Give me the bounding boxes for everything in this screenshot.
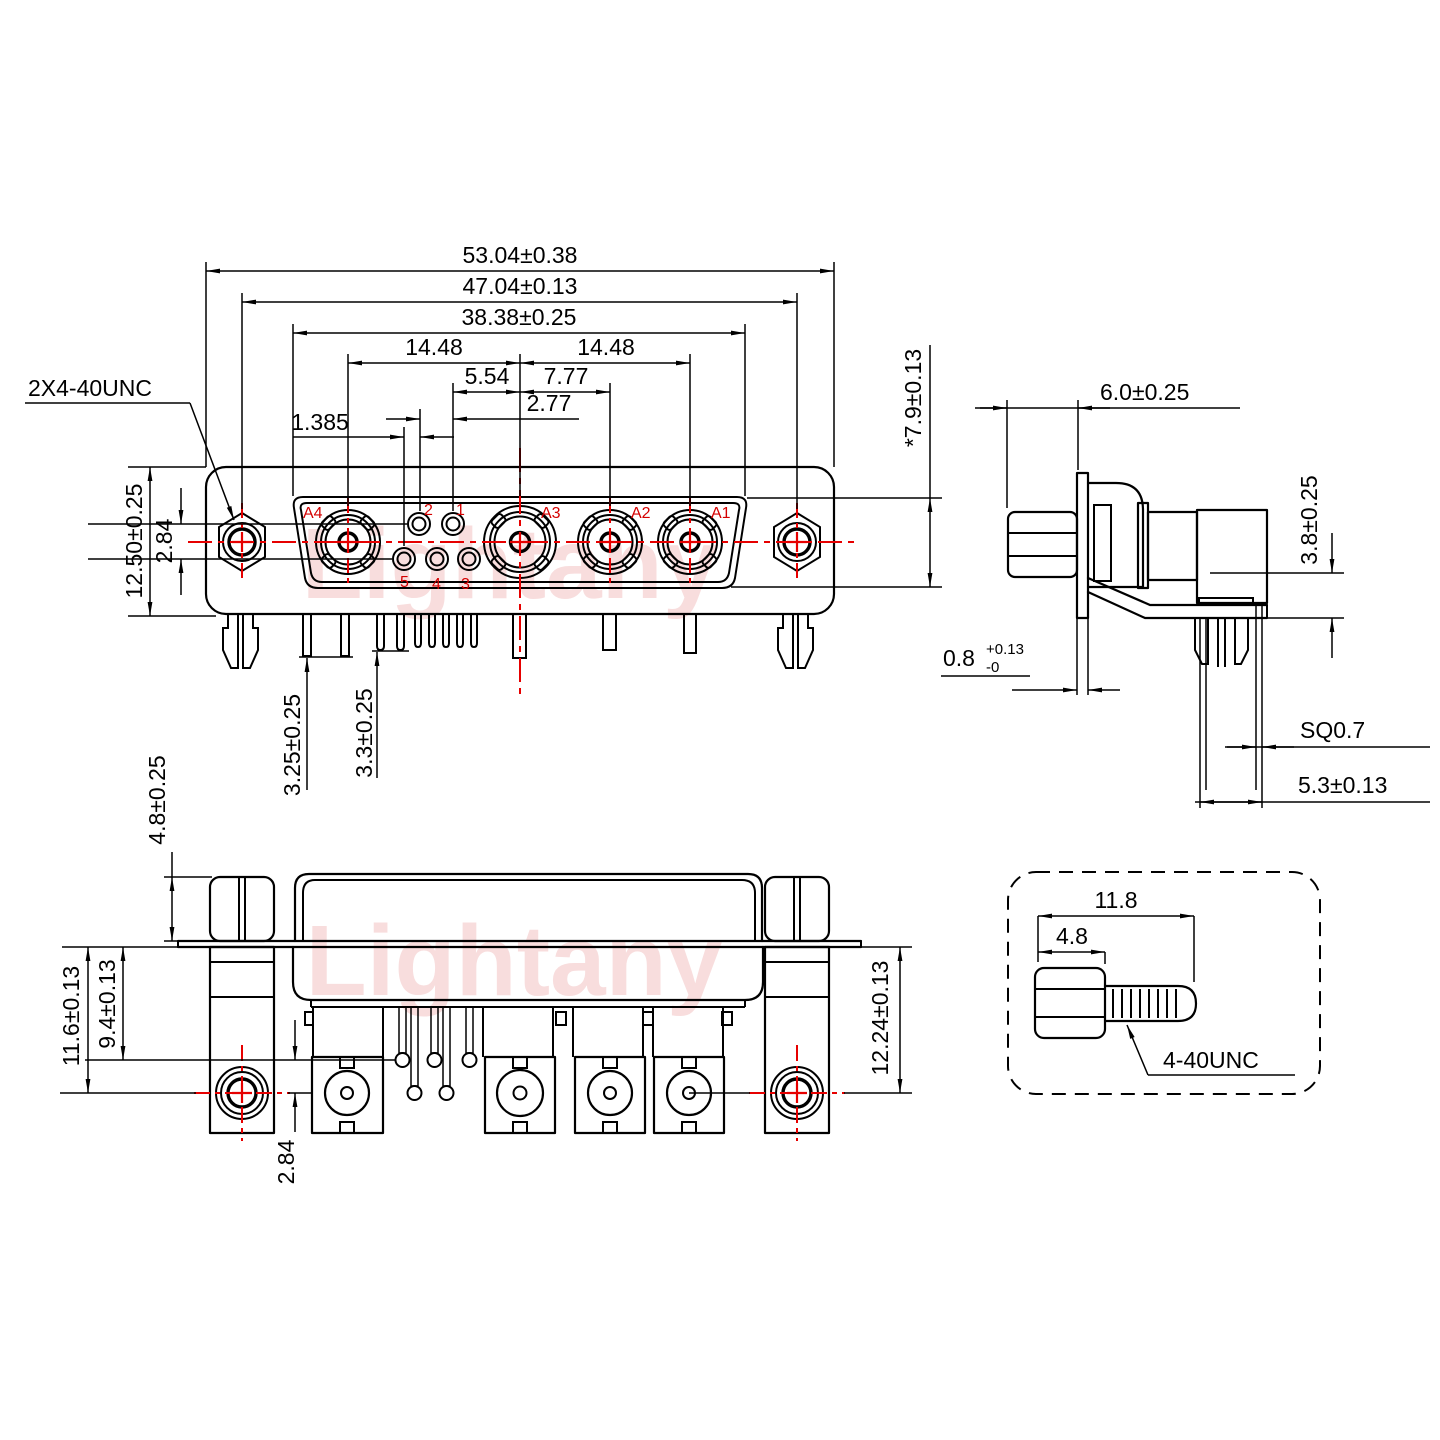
thread-lines	[1112, 989, 1177, 1018]
dim-pitch-right: 14.48	[577, 334, 635, 360]
contact-stubs	[304, 1007, 733, 1057]
contact-label-A3: A3	[541, 505, 561, 522]
jackscrew-block-right	[763, 945, 831, 1135]
dim-flange-base: 0.8	[943, 645, 975, 671]
pin-label-3: 3	[461, 576, 470, 593]
dim-total-width: 53.04±0.38	[463, 242, 578, 268]
detail-thread-label: 4-40UNC	[1163, 1047, 1259, 1073]
dim-insert-height: *7.9±0.13	[900, 349, 926, 447]
coax-block-A1	[652, 1055, 726, 1135]
d-insert-inner	[299, 502, 741, 583]
coax-block-A2	[573, 1055, 647, 1135]
thread-label: 2X4-40UNC	[28, 375, 152, 401]
pin-label-2: 2	[424, 502, 433, 519]
dim-row-gap-bottom: 2.84	[273, 1139, 299, 1184]
front-view-extension-lines	[88, 262, 942, 617]
pin-label-4: 4	[432, 576, 441, 593]
jackscrew-block-left	[208, 945, 276, 1135]
a1-leg	[683, 614, 697, 654]
jackscrew-boardlock-left	[222, 614, 239, 669]
detail-border	[1007, 871, 1321, 1095]
side-flange	[1075, 471, 1090, 620]
dim-leg-signal: 3.3±0.25	[351, 688, 377, 777]
pin-label-1: 1	[456, 502, 465, 519]
bottom-view-dimensions: 4.8±0.25 11.6±0.13 9.4±0.13 2.84 12.24±0…	[58, 755, 903, 1184]
side-insulator	[1086, 481, 1145, 589]
jackscrew-boardlock-right	[777, 614, 794, 669]
signal-pins	[392, 512, 481, 571]
bottom-hex-left	[208, 875, 276, 943]
dim-flange-plus: +0.13	[986, 641, 1024, 658]
screw-thread-shaft	[1103, 984, 1198, 1023]
dim-standoff: 3.8±0.25	[1296, 475, 1322, 564]
d-insert-outer	[292, 496, 748, 589]
pin-label-5: 5	[400, 574, 409, 591]
bottom-view: 4.8±0.25 11.6±0.13 9.4±0.13 2.84 12.24±0…	[58, 755, 912, 1184]
dim-row2: 11.6±0.13	[58, 966, 84, 1066]
dim-stagger: 1.385	[291, 409, 349, 435]
shell-profile-outer	[293, 872, 764, 943]
coax-block-A3	[483, 1055, 557, 1135]
dim-pin-square: SQ0.7	[1300, 717, 1365, 743]
dim-row1: 9.4±0.13	[94, 959, 120, 1048]
bottom-hex-right	[763, 875, 831, 943]
dim-screw-center: 12.24±0.13	[867, 961, 893, 1076]
dim-pin-pitch: 2.77	[527, 390, 572, 416]
bottom-pin-legs	[394, 1006, 478, 1101]
side-coax-barrel	[1146, 510, 1199, 582]
thread-callout: 2X4-40UNC	[25, 375, 235, 521]
front-view-centerlines	[188, 448, 856, 697]
dim-leg-shield: 3.25±0.25	[279, 694, 305, 796]
a2-leg	[602, 614, 617, 651]
side-hex-head	[1006, 510, 1079, 579]
dim-pin-span: 5.3±0.13	[1298, 772, 1387, 798]
detail-view: 11.8 4.8 4-40UNC	[1007, 871, 1321, 1095]
dim-pitch-left: 14.48	[405, 334, 463, 360]
front-view: 2 1 5 4 3 A4 A3 A2 A1	[25, 242, 942, 796]
dim-a2-offset: 7.77	[544, 363, 589, 389]
dim-depth: 6.0±0.25	[1100, 379, 1189, 405]
coax-block-A4	[310, 1055, 385, 1135]
shell-profile-inner	[302, 879, 756, 941]
contact-label-A2: A2	[631, 505, 651, 522]
shell-skirt	[291, 945, 765, 1002]
front-view-dimensions: 53.04±0.38 47.04±0.13 38.38±0.25 14.48 1…	[121, 242, 933, 796]
side-boardlock	[1194, 618, 1209, 665]
side-view-dimensions: 6.0±0.25 3.8±0.25 0.8 +0.13 -0 SQ0.7 5.3…	[941, 379, 1430, 808]
side-bracket	[1086, 576, 1269, 607]
watermark-text-bottom: Lightany	[306, 905, 723, 1017]
dim-insert-width: 38.38±0.25	[462, 304, 577, 330]
contact-label-A4: A4	[303, 505, 323, 522]
dim-flange-minus: -0	[986, 659, 999, 676]
front-view-legs	[222, 614, 814, 669]
side-coax-body	[1195, 508, 1269, 605]
dim-pin-offset: 5.54	[465, 363, 510, 389]
bottom-view-centerlines	[194, 1045, 845, 1141]
side-view: 6.0±0.25 3.8±0.25 0.8 +0.13 -0 SQ0.7 5.3…	[941, 379, 1430, 808]
contact-label-A1: A1	[711, 505, 731, 522]
mounting-plate	[176, 939, 863, 949]
screw-head	[1033, 966, 1107, 1040]
dim-row-gap: 2.84	[151, 518, 177, 563]
dim-height: 12.50±0.25	[121, 484, 147, 599]
dim-nut-height: 4.8±0.25	[144, 755, 170, 844]
dim-total-length: 11.8	[1094, 887, 1137, 913]
dim-screw-span: 47.04±0.13	[463, 273, 578, 299]
dim-head-length: 4.8	[1056, 923, 1088, 949]
